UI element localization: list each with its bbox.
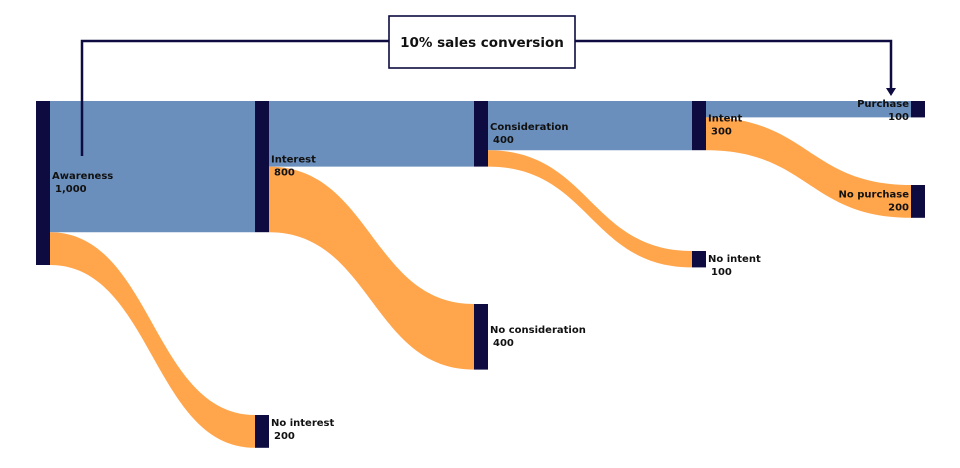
node-consideration [474, 101, 488, 167]
node-no_interest [255, 415, 269, 448]
node-value-consideration: 400 [493, 135, 514, 146]
node-purchase [911, 101, 925, 118]
links-layer [50, 101, 911, 448]
node-name-no_intent: No intent [708, 254, 761, 265]
flow-intent-to-no_purchase [706, 117, 911, 218]
node-value-intent: 300 [711, 127, 732, 138]
node-value-interest: 800 [274, 168, 295, 179]
flow-consideration-to-intent [488, 101, 692, 151]
flow-awareness-to-interest [50, 101, 255, 233]
flow-interest-to-no_consideration [269, 166, 474, 370]
labels-layer: Awareness 1,000 Interest 800 No interest 200 C… [52, 99, 909, 442]
node-name-purchase: Purchase [857, 99, 909, 110]
node-interest [255, 101, 269, 233]
node-name-no_purchase: No purchase [839, 189, 910, 200]
flow-intent-to-purchase [706, 101, 911, 118]
node-value-purchase: 100 [888, 112, 909, 123]
flow-interest-to-consideration [269, 101, 474, 167]
node-value-no_intent: 100 [711, 267, 732, 278]
node-name-awareness: Awareness [52, 171, 113, 182]
node-name-no_consideration: No consideration [490, 325, 586, 336]
node-no_consideration [474, 304, 488, 370]
node-awareness [36, 101, 50, 265]
node-value-no_purchase: 200 [888, 202, 909, 213]
node-no_intent [692, 251, 706, 268]
callout-text: 10% sales conversion [400, 35, 564, 51]
node-name-consideration: Consideration [490, 122, 569, 133]
node-name-no_interest: No interest [271, 418, 334, 429]
flow-awareness-to-no_interest [50, 232, 255, 448]
node-intent [692, 101, 706, 151]
callout-arrowhead [886, 88, 896, 96]
callout-layer: 10% sales conversion [80, 15, 896, 156]
nodes-layer [36, 101, 925, 448]
flow-consideration-to-no_intent [488, 150, 692, 268]
node-no_purchase [911, 185, 925, 218]
node-name-intent: Intent [708, 114, 743, 125]
node-value-no_interest: 200 [274, 431, 295, 442]
callout-box [388, 15, 576, 69]
node-value-awareness: 1,000 [55, 184, 87, 195]
node-name-interest: Interest [271, 155, 316, 166]
node-value-no_consideration: 400 [493, 338, 514, 349]
